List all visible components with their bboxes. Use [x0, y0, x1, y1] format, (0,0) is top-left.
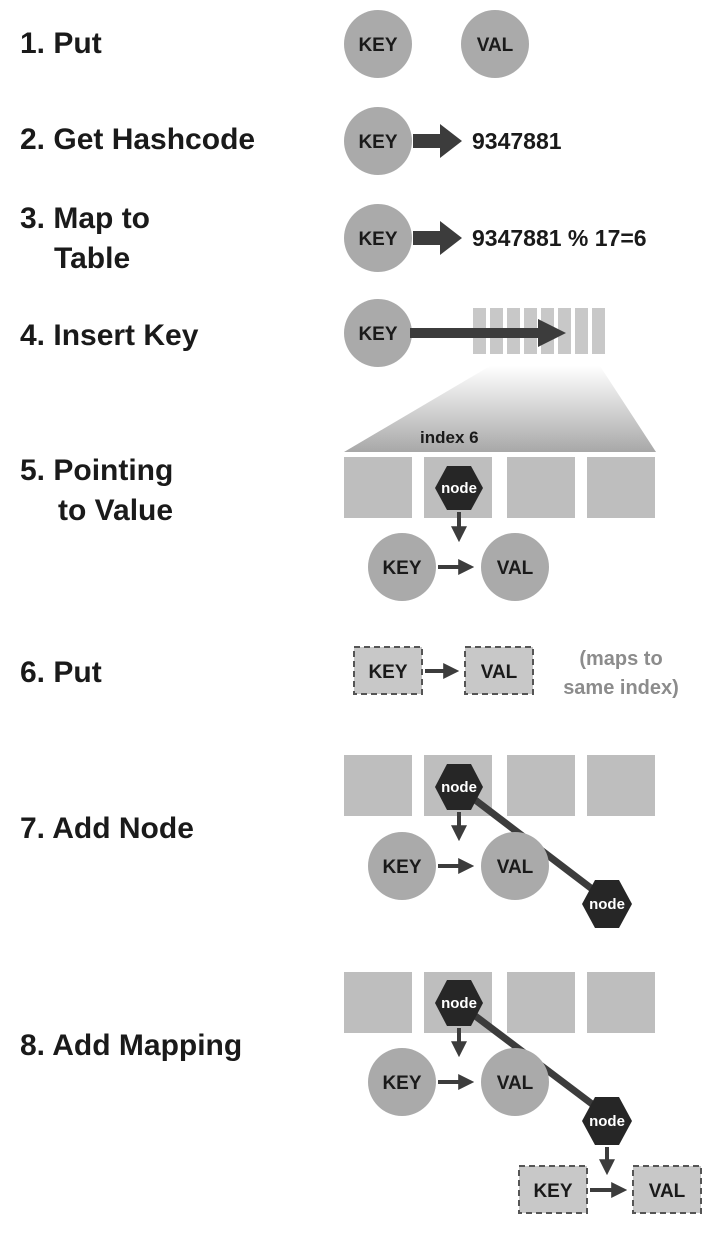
index-label: index 6 [420, 428, 479, 447]
val-box [464, 646, 534, 695]
key-text: KEY [368, 662, 407, 683]
table-cell [344, 972, 412, 1033]
val-text: VAL [497, 558, 534, 579]
step-2-graphic: KEY 9347881 [344, 107, 562, 175]
node-text: node [589, 1113, 625, 1130]
step-1-label: 1. Put [20, 27, 102, 60]
step-5-label: 5. Pointing [20, 454, 173, 487]
step-3-label-line2: Table [54, 242, 130, 275]
val-circle [481, 1048, 549, 1116]
val-circle [481, 533, 549, 601]
step-1-graphic: KEY VAL [344, 10, 529, 78]
table-cell [507, 457, 575, 518]
val-text: VAL [497, 1073, 534, 1094]
key-text: KEY [358, 229, 397, 250]
key-text: KEY [358, 324, 397, 345]
node-hexagon-icon [435, 980, 483, 1026]
node-text: node [441, 995, 477, 1012]
key-circle [344, 107, 412, 175]
key-circle [368, 832, 436, 900]
node-text: node [589, 896, 625, 913]
new-node-hexagon-icon [582, 1097, 632, 1145]
table-cell [507, 972, 575, 1033]
key-circle [344, 10, 412, 78]
key-circle [368, 533, 436, 601]
step-7-graphic: node KEY VAL node [344, 755, 655, 928]
step-2-label: 2. Get Hashcode [20, 123, 255, 156]
step-3-graphic: KEY 9347881 % 17=6 [344, 204, 647, 272]
key-text: KEY [382, 857, 421, 878]
new-node-hexagon-icon [582, 880, 632, 928]
key-box [353, 646, 423, 695]
val-circle [461, 10, 529, 78]
table-cell [344, 457, 412, 518]
step-5-graphic: index 6 node KEY VAL [344, 366, 656, 601]
step-6-graphic: KEY VAL (maps to same index) [353, 646, 679, 699]
table-cell [587, 457, 655, 518]
step-8-graphic: node KEY VAL node KEY VAL [344, 972, 702, 1214]
val-text: VAL [481, 662, 518, 683]
step-4-label: 4. Insert Key [20, 319, 199, 352]
val-circle [481, 832, 549, 900]
key-text: KEY [533, 1181, 572, 1202]
key-text: KEY [358, 35, 397, 56]
step-6-label: 6. Put [20, 656, 102, 689]
key-circle [368, 1048, 436, 1116]
table-cell [344, 755, 412, 816]
modulo-expression: 9347881 % 17=6 [472, 225, 647, 251]
key-text: KEY [358, 132, 397, 153]
key-circle [344, 204, 412, 272]
step-3-label: 3. Map to [20, 202, 150, 235]
node-text: node [441, 779, 477, 796]
long-arrow-icon [410, 319, 566, 347]
val-text: VAL [497, 857, 534, 878]
val-box [632, 1165, 702, 1214]
val-text: VAL [649, 1181, 686, 1202]
collision-note-line1: (maps to [579, 648, 662, 670]
step-8-label: 8. Add Mapping [20, 1029, 242, 1062]
key-circle [344, 299, 412, 367]
table-cell [587, 755, 655, 816]
val-text: VAL [477, 35, 514, 56]
block-arrow-icon [413, 221, 462, 255]
key-box [518, 1165, 588, 1214]
zoom-fan [344, 366, 656, 452]
step-5-label-line2: to Value [58, 494, 173, 527]
step-4-graphic: KEY [344, 299, 605, 367]
table-cell [507, 755, 575, 816]
hashcode-value: 9347881 [472, 128, 562, 154]
key-text: KEY [382, 558, 421, 579]
table-cell [587, 972, 655, 1033]
step-7-label: 7. Add Node [20, 812, 194, 845]
node-text: node [441, 480, 477, 497]
collision-note-line2: same index) [563, 677, 679, 699]
key-text: KEY [382, 1073, 421, 1094]
node-hexagon-icon [435, 764, 483, 810]
block-arrow-icon [413, 124, 462, 158]
node-hexagon-icon [435, 466, 483, 510]
